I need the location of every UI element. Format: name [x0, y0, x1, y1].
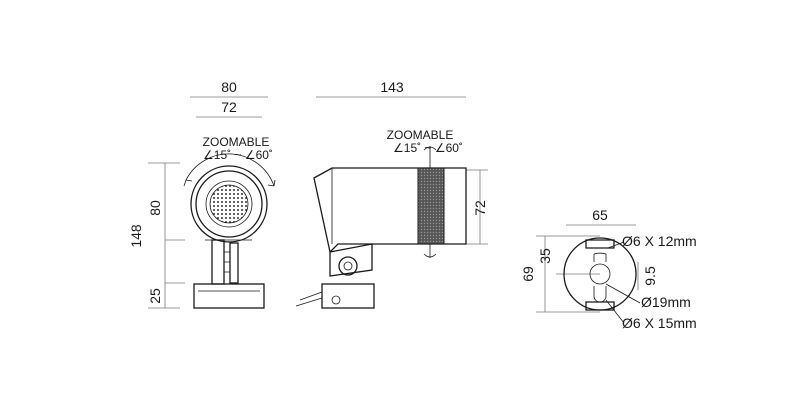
honeycomb-lens — [209, 184, 249, 224]
dim-label-height-69: 69 — [520, 266, 536, 282]
hole-bottom — [593, 286, 607, 303]
base-view: 65 69 35 9.5 Ø6 X 12mm Ø19mm Ø6 X 15mm — [520, 207, 697, 331]
dim-label-height-25: 25 — [147, 288, 163, 304]
dim-label-height-80: 80 — [147, 200, 163, 216]
dim-label-length-143: 143 — [380, 79, 404, 95]
center-hole — [589, 263, 611, 285]
dim-label-height-35: 35 — [537, 248, 553, 264]
yoke-arm-right — [229, 242, 239, 284]
zoom-ring — [417, 167, 445, 245]
dim-label-width-80: 80 — [221, 79, 237, 95]
zoom-title-front: ZOOMABLE — [203, 135, 270, 149]
arrowhead-right — [267, 179, 276, 187]
label-hole-top: Ø6 X 12mm — [622, 233, 697, 249]
mount-bracket — [329, 243, 373, 277]
yoke-arm-left — [211, 239, 225, 285]
rotation-arrow-front — [185, 153, 275, 187]
dim-label-width-65: 65 — [592, 207, 608, 223]
zoom-arrows — [423, 146, 437, 258]
label-center-hole: Ø19mm — [641, 294, 691, 310]
pivot-knob — [338, 256, 358, 276]
lens-ring — [205, 180, 253, 228]
yoke-knob — [224, 251, 230, 273]
front-view: 80 72 148 80 25 ZOOMABLE ∠15˚ ~ ∠60˚ — [128, 79, 276, 309]
slot-top — [585, 239, 615, 249]
arrowhead-left — [183, 179, 193, 187]
lamp-head-outer — [190, 165, 268, 243]
adapter-screw — [331, 295, 341, 305]
hole-top — [593, 252, 607, 262]
track-adapter — [193, 283, 265, 309]
leader-bottom — [605, 299, 625, 324]
dim-label-height-148: 148 — [128, 224, 144, 248]
zoom-range-side: ∠15˚ ~ ∠60˚ — [393, 141, 463, 155]
zoom-title-side: ZOOMABLE — [387, 128, 454, 142]
dim-label-width-72: 72 — [221, 99, 237, 115]
dim-label-height-72: 72 — [472, 200, 488, 216]
leader-top — [607, 241, 625, 249]
pivot-center — [343, 261, 353, 271]
lamp-head-ring — [195, 170, 263, 238]
side-view: 143 ZOOMABLE ∠15˚ ~ ∠60˚ 72 — [295, 79, 488, 309]
adapter-side — [321, 283, 375, 309]
dim-label-slot-gap: 9.5 — [642, 266, 658, 286]
power-cable — [295, 291, 323, 307]
leader-center — [605, 283, 641, 304]
label-hole-bottom: Ø6 X 15mm — [622, 315, 697, 331]
